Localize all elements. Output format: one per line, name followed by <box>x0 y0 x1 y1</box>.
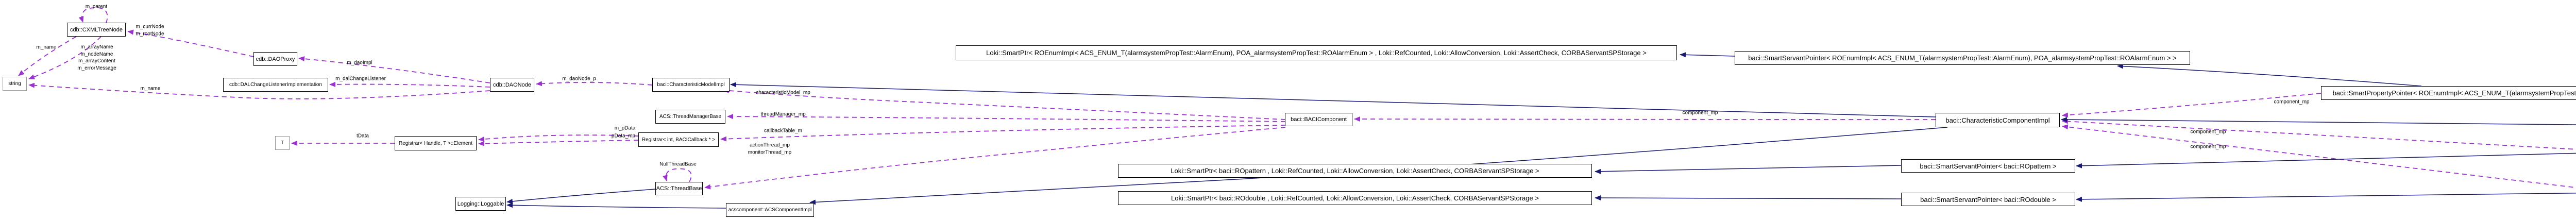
usage-edge-m_daoImpl <box>298 56 490 83</box>
class-node-prop_enum[interactable]: baci::SmartPropertyPointer< ROEnumImpl< … <box>2321 86 2576 100</box>
inheritance-edge-inh_servant_double <box>1595 195 1902 201</box>
inheritance-edge-inh_acscomp_loggable <box>506 202 726 209</box>
class-node-loggable[interactable]: Logging::Loggable <box>455 197 506 211</box>
inheritance-edge-inh_target_cc <box>2061 117 2576 126</box>
class-node-acscomp[interactable]: acscomponent::ACSComponentImpl <box>726 203 814 217</box>
class-node-threadmgr[interactable]: ACS::ThreadManagerBase <box>655 110 725 124</box>
edge-label-component_mp_enum: component_mp <box>2274 99 2310 105</box>
class-node-smartptr_pattern[interactable]: Loki::SmartPtr< baci::ROpattern , Loki::… <box>1118 164 1592 178</box>
inheritance-edge-inh_prop_pattern <box>2076 153 2576 168</box>
usage-edge-component_mp_enum <box>2062 93 2321 118</box>
edge-label-m_name_daonode: m_name <box>140 86 161 92</box>
edge-label-component_mp_double: component_mp <box>2190 144 2226 150</box>
edges <box>18 7 2576 209</box>
usage-edge-m_name_cxml <box>18 36 77 76</box>
class-node-dalcl[interactable]: cdb::DALChangeListenerImplementation <box>223 78 328 92</box>
class-node-element[interactable]: Registrar< Handle, T >::Element <box>395 136 477 150</box>
edge-label-m_daoImpl: m_daoImpl <box>347 60 372 66</box>
class-node-registrar[interactable]: Registrar< int, BACICallback * > <box>638 132 719 147</box>
usage-edge-characteristicModel_mp <box>723 88 1286 120</box>
class-node-string: string <box>3 77 27 91</box>
inheritance-edge-inh_threadbase_loggable <box>506 189 656 204</box>
inheritance-edge-inh_prop_double <box>2076 192 2576 202</box>
edge-label-callbackTable_m: callbackTable_m <box>764 128 802 134</box>
edge-label-pData_mp: pData_mp <box>611 133 636 139</box>
class-node-cxml[interactable]: cdb::CXMLTreeNode <box>67 23 126 37</box>
class-node-daonode[interactable]: cdb::DAONode <box>490 78 534 92</box>
edge-label-actionThread_mp: actionThread_mp monitorThread_mp <box>748 142 792 156</box>
inheritance-edge-inh_servant_enum <box>1680 52 1735 58</box>
usage-edge-m_pData <box>478 134 639 142</box>
usage-edge-callbackTable_m <box>720 125 1286 142</box>
class-node-smartptr_double[interactable]: Loki::SmartPtr< baci::ROdouble , Loki::R… <box>1118 191 1592 205</box>
usage-edge-m_name_daonode <box>28 82 490 99</box>
edge-label-m_currNode: m_currNode m_rootNode <box>135 24 164 37</box>
class-node-servant_enum[interactable]: baci::SmartServantPointer< ROEnumImpl< A… <box>1735 51 2190 65</box>
class-node-servant_double[interactable]: baci::SmartServantPointer< baci::ROdoubl… <box>1901 193 2075 206</box>
edge-label-characteristicModel_mp: characteristicModel_mp <box>756 90 810 96</box>
usage-edge-NullThreadBase <box>663 168 692 182</box>
edge-label-component_mp_pattern: component_mp <box>2190 129 2226 135</box>
usage-edge-threadManager_mp <box>727 114 1286 122</box>
edge-label-m_pData: m_pData <box>614 125 636 131</box>
usage-edge-component_mp_pattern <box>2062 119 2576 150</box>
edge-label-threadManager_mp: threadManager_mp <box>760 111 806 117</box>
class-node-charmodel[interactable]: baci::CharacteristicModelImpl <box>652 78 730 92</box>
inheritance-edge-inh_cc_model <box>730 82 1936 117</box>
usage-edge-actionThread_mp <box>704 127 1286 190</box>
edge-label-NullThreadBase: NullThreadBase <box>659 161 697 167</box>
usage-edge-m_currNode <box>127 29 254 57</box>
class-node-bacicomp[interactable]: baci::BACIComponent <box>1285 113 1352 126</box>
usage-edge-component_mp_cc <box>1354 116 1936 122</box>
usage-edge-m_dalChangeListener <box>329 81 490 88</box>
inheritance-edge-inh_prop_enum <box>2117 63 2422 87</box>
edge-label-m_array_fields: m_arrayName m_nodeName m_arrayContent m_… <box>77 44 116 71</box>
edge-label-m_name_cxml: m_name <box>36 44 57 50</box>
class-node-threadbase[interactable]: ACS::ThreadBase <box>655 182 703 195</box>
class-node-servant_pattern[interactable]: baci::SmartServantPointer< baci::ROpatte… <box>1901 159 2075 173</box>
class-node-T: T <box>275 136 290 150</box>
usage-edge-component_mp_double <box>2062 124 2576 188</box>
edge-label-m_daoNode_p: m_daoNode_p <box>562 76 596 82</box>
edge-label-component_mp_cc: component_mp <box>1682 110 1718 116</box>
usage-edge-m_daoNode_p <box>536 81 653 87</box>
class-node-smartptr_enum[interactable]: Loki::SmartPtr< ROEnumImpl< ACS_ENUM_T(a… <box>956 45 1677 60</box>
edge-label-tData: tData <box>357 133 369 139</box>
inheritance-edge-inh_servant_pattern <box>1595 165 1902 174</box>
class-node-charcomp[interactable]: baci::CharacteristicComponentImpl <box>1936 113 2060 127</box>
class-node-daoproxy[interactable]: cdb::DAOProxy <box>253 52 297 66</box>
edge-label-m_parent: m_parent <box>85 4 108 10</box>
edge-label-m_dalChangeListener: m_dalChangeListener <box>335 76 386 82</box>
usage-edge-pData_mp <box>478 140 639 146</box>
